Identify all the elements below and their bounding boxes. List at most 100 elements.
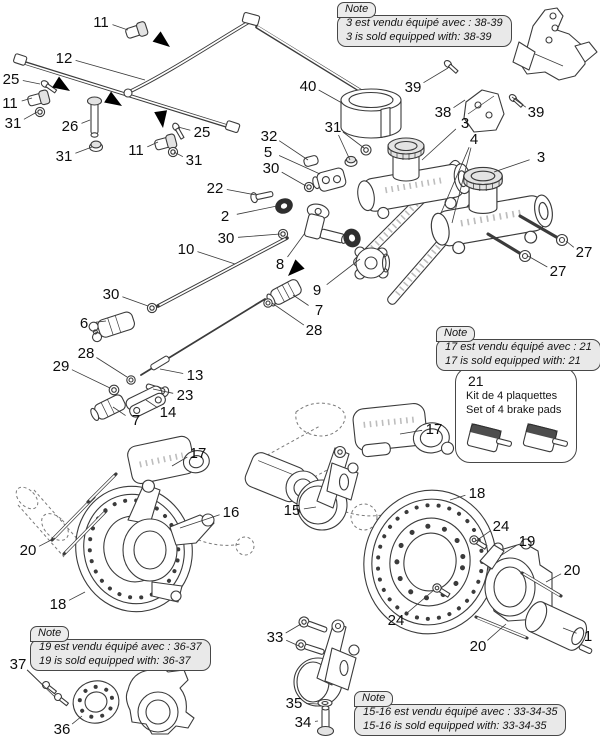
leader-line [112,406,126,416]
kit-line-en: Set of 4 brake pads [466,403,562,416]
washer-35 [317,698,333,708]
assembly-arrows [52,31,305,276]
leader-line [68,591,86,601]
bolt-27b [486,232,532,263]
leader-line [318,89,343,104]
leader-line [112,24,129,31]
leader-line [292,294,309,306]
leader-line [281,171,307,187]
callout-28: 28 [78,345,95,362]
callout-20: 20 [564,562,581,579]
leader-line [493,159,530,173]
leader-line [197,251,236,265]
leader-line [122,296,149,307]
note-tab: Note [354,691,394,707]
callout-7: 7 [315,302,323,319]
callout-31: 31 [56,148,73,165]
note-line-fr: 15-16 est vendu équipé avec : 33-34-35 [363,706,558,718]
note-tab: Note [337,2,377,18]
note-line-en: 17 is sold equipped with: 21 [445,354,581,367]
boot-2 [275,198,293,214]
leader-line [26,669,56,698]
note-tab: Note [436,326,476,342]
front-caliper-17 [127,435,210,493]
note-line-en: 15-16 is sold equipped with: 33-34-35 [363,719,547,732]
leader-line [565,240,575,248]
leader-line [21,97,33,102]
leader-line [75,146,93,154]
screw-25-right [172,122,185,140]
callout-11: 11 [2,95,18,112]
leader-line [423,67,449,84]
callout-31: 31 [325,119,342,136]
kit-line-fr: Kit de 4 plaquettes [466,390,558,402]
nut-30-banjo [303,181,315,193]
callout-34: 34 [295,714,312,731]
bracket-38 [463,89,505,133]
leader-line [171,456,188,467]
callout-28: 28 [306,322,323,339]
nut-31-mid [88,140,104,153]
leader-line [545,573,562,583]
hose-clip-11-right [154,133,178,151]
callout-23: 23 [177,387,194,404]
leader-line [453,99,466,109]
leader-line [96,357,128,378]
leader-line [71,369,111,389]
nut-31-left [34,106,46,118]
bearing-36 [72,680,120,724]
screw-24a [469,535,488,550]
callout-26: 26 [62,118,79,135]
spindle-8 [303,203,348,244]
sleeve-40 [340,88,402,139]
leader-line [71,715,83,725]
note-line-en: 19 is sold equipped with: 36-37 [39,654,191,667]
bolt-27a [518,214,569,247]
wheel-studs-20-front [50,472,118,556]
leader-line [399,429,423,435]
callout-25: 25 [194,124,211,141]
callout-10: 10 [178,241,195,258]
coupler-9 [354,246,391,280]
callout-31: 31 [5,115,22,132]
leader-line [342,131,365,149]
leader-line [286,639,300,647]
callout-4: 4 [470,131,478,148]
leader-line [226,189,257,196]
leader-line [440,147,470,214]
leader-line [338,134,351,161]
nut-28-right [263,298,273,308]
fitting-32 [303,155,319,167]
leader-line [147,141,159,148]
leader-line [303,506,317,510]
leader-line [499,545,517,557]
callout-9: 9 [313,282,321,299]
note-line-fr: 3 est vendu équipé avec : 38-39 [346,17,503,29]
hose-clip-11-top [125,21,149,39]
callout-7: 7 [132,412,140,429]
note-box-bottom-right: Note 15-16 est vendu équipé avec : 33-34… [354,691,567,736]
rod-10 [156,236,289,308]
callout-13: 13 [187,367,204,384]
callout-16: 16 [223,504,240,521]
kit-number: 21 [468,373,484,389]
callout-27: 27 [576,244,593,261]
callout-11: 11 [128,142,144,159]
callout-27: 27 [550,263,567,280]
leader-line [449,494,466,501]
leader-line [527,255,548,268]
banjo-5 [312,167,347,192]
leader-line [23,111,38,120]
note-box-bottom-left: Note 19 est vendu équipé avec : 36-37 19… [30,626,211,671]
callout-15: 15 [284,502,301,519]
note-line-fr: 19 est vendu équipé avec : 36-37 [39,641,202,653]
leader-line [287,232,306,258]
callout-6: 6 [80,315,88,332]
callout-8: 8 [276,256,284,273]
bolts-33 [295,616,328,655]
leader-line [451,147,472,224]
callout-30: 30 [218,230,235,247]
callout-31: 31 [186,152,203,169]
callout-39: 39 [405,79,422,96]
